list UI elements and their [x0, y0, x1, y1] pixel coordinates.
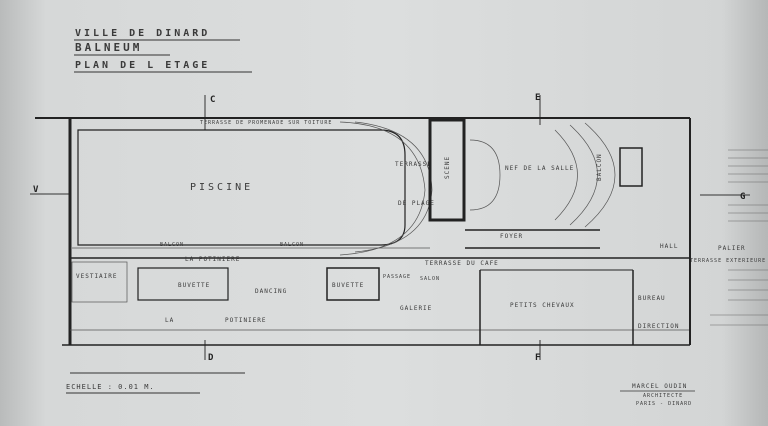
- section-mark-f: F: [535, 353, 541, 363]
- potiniere-label-la: LA: [165, 317, 174, 324]
- balcon-label-2: BALCON: [280, 242, 304, 248]
- foyer-label: FOYER: [500, 233, 523, 240]
- bureau-label: BUREAU: [638, 295, 666, 302]
- petits-chevaux-label: PETITS CHEVAUX: [510, 302, 575, 309]
- terrace-label: TERRASSE: [395, 161, 432, 168]
- architect-role: ARCHITECTE: [643, 393, 683, 399]
- lower-floor-rooms: VESTIAIRE BUVETTE DANCING LA POTINIERE L…: [71, 242, 766, 345]
- palier-label: PALIER: [718, 245, 746, 252]
- vestiaire-label: VESTIAIRE: [76, 273, 118, 280]
- galerie-label: GALERIE: [400, 305, 432, 312]
- theatre: SCENE NEF DE LA SALLE BALCON FOYER: [428, 118, 643, 249]
- dancing-label: DANCING: [255, 288, 287, 295]
- section-lines: C D E F V G: [30, 93, 750, 363]
- hall-entry-label: HALL: [660, 243, 678, 250]
- salon-label: SALON: [420, 276, 440, 282]
- buvette-label-left: BUVETTE: [178, 282, 210, 289]
- exterieur-label: TERRASSE EXTERIEURE: [690, 258, 766, 264]
- section-mark-e: E: [535, 93, 541, 103]
- direction-label: DIRECTION: [638, 323, 680, 330]
- hall-label: NEF DE LA SALLE: [505, 165, 574, 172]
- architect-signature: MARCEL OUDIN ARCHITECTE PARIS - DINARD: [620, 383, 695, 407]
- pool-label: PISCINE: [190, 182, 253, 193]
- title-building: BALNEUM: [75, 41, 142, 54]
- scale-label: ECHELLE : 0.01 M.: [66, 383, 155, 391]
- title-town: VILLE DE DINARD: [75, 28, 210, 39]
- scale-bar: ECHELLE : 0.01 M.: [66, 372, 245, 394]
- title-sheet: PLAN DE L ETAGE: [75, 60, 210, 71]
- section-mark-g: G: [740, 192, 746, 202]
- balcony-label: BALCON: [596, 153, 603, 181]
- title-block: VILLE DE DINARD BALNEUM PLAN DE L ETAGE: [74, 28, 252, 73]
- pool: PISCINE TERRASSE DE PLAGE TERRASSE DE PR…: [77, 120, 435, 256]
- balcon-label-1: BALCON: [160, 242, 184, 248]
- passage-label: PASSAGE: [383, 274, 411, 280]
- architect-place: PARIS - DINARD: [636, 401, 692, 407]
- terrasse-cafe-label: TERRASSE DU CAFE: [425, 260, 499, 267]
- section-mark-v: V: [33, 185, 39, 195]
- section-mark-c: C: [210, 95, 216, 105]
- stage-label: SCENE: [444, 156, 451, 179]
- exterior-stairs: [710, 149, 768, 326]
- promenade-label: TERRASSE DE PROMENADE SUR TOITURE: [200, 120, 332, 126]
- potiniere-label-bottom: POTINIERE: [225, 317, 267, 324]
- architect-name: MARCEL OUDIN: [632, 383, 687, 390]
- section-mark-d: D: [208, 353, 214, 363]
- potiniere-label-top: LA POTINIERE: [185, 256, 240, 263]
- plage-label: DE PLAGE: [398, 200, 435, 207]
- buvette-label-right: BUVETTE: [332, 282, 364, 289]
- building-outline: [35, 117, 691, 346]
